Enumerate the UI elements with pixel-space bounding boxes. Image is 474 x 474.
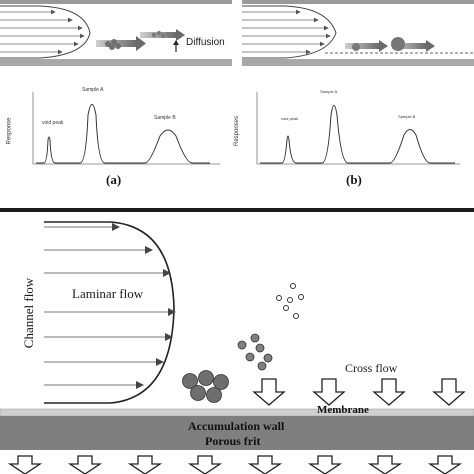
transport-arrow-b2 — [392, 43, 426, 49]
particle-small-b — [352, 43, 360, 51]
particle-cluster-a1 — [105, 39, 121, 50]
accumulation-wall-label: Accumulation wall — [188, 419, 285, 433]
chromatogram-trace-b — [260, 105, 455, 164]
peak-label-void-a: void peak — [42, 120, 64, 126]
small-particles — [276, 283, 304, 319]
channel-panel-b — [242, 0, 474, 66]
membrane — [0, 408, 474, 417]
bottom-wall-b — [242, 59, 474, 66]
transport-arrow-b1 — [345, 43, 379, 49]
laminar-flow-arrowheads — [112, 223, 176, 389]
porous-frit — [0, 416, 474, 450]
membrane-label: Membrane — [317, 404, 369, 416]
caption-a: (a) — [106, 172, 122, 187]
peak-label-b-a: Sample B — [154, 115, 176, 121]
chromatogram-b — [256, 92, 460, 165]
particle-large-b — [391, 37, 405, 51]
particle-cluster-a2 — [152, 31, 170, 38]
medium-particles — [237, 333, 273, 371]
chromatogram-b-ylabel: Responses — [234, 115, 241, 147]
peak-label-a-a: Sample A — [82, 87, 104, 93]
flow-profile-a — [0, 5, 91, 59]
flow-profile-b — [242, 5, 337, 59]
cross-flow-arrows — [252, 378, 466, 406]
chromatogram-a — [32, 92, 220, 165]
large-particles — [182, 370, 229, 403]
cross-flow-label: Cross flow — [345, 361, 398, 375]
channel-flow-label: Channel flow — [21, 277, 37, 349]
channel-panel-a — [0, 0, 232, 66]
section-separator — [0, 208, 474, 212]
top-wall-b — [242, 0, 474, 4]
laminar-flow-label: Laminar flow — [72, 286, 144, 301]
outflow-arrows — [7, 455, 463, 474]
transport-arrow-a2 — [140, 32, 176, 38]
peak-label-a-b: Sample A — [320, 89, 338, 94]
flow-lines-a — [0, 9, 85, 55]
flow-lines-b — [242, 9, 331, 55]
chromatogram-trace-a — [36, 104, 210, 164]
chromatogram-a-ylabel: Response — [6, 117, 13, 145]
laminar-flow-lines — [44, 226, 168, 386]
peak-label-void-b: void peak — [281, 116, 299, 121]
porous-frit-label: Porous frit — [205, 434, 261, 448]
bottom-wall-a — [0, 59, 232, 66]
parabolic-flow-profile — [44, 221, 176, 404]
peak-label-b-b: Sample B — [398, 114, 416, 119]
caption-b: (b) — [346, 172, 362, 187]
top-wall-a — [0, 0, 232, 4]
diffusion-label: Diffusion — [186, 37, 225, 48]
